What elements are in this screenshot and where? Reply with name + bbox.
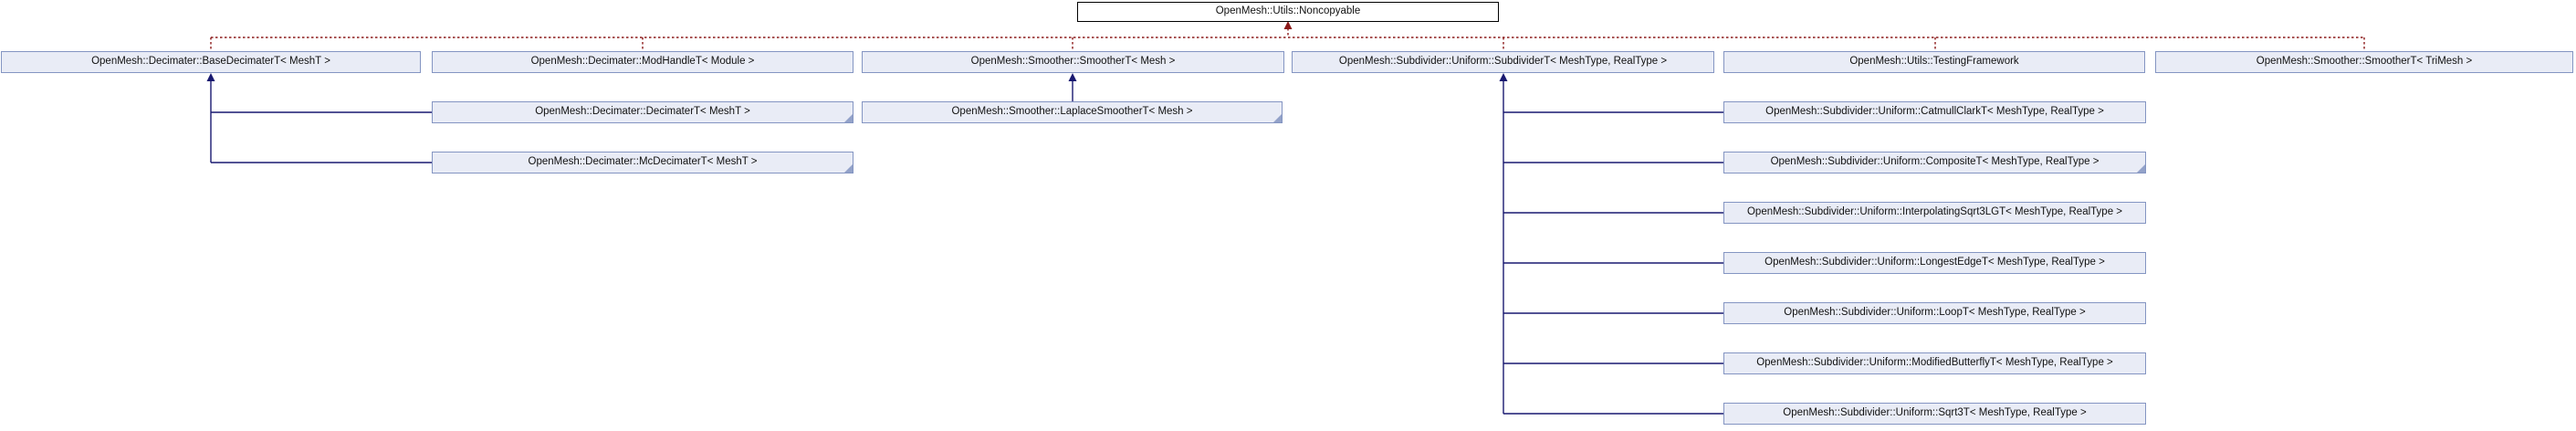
node-smoother-trimesh[interactable]: OpenMesh::Smoother::SmootherT< TriMesh > bbox=[2155, 51, 2573, 73]
node-laplace-smoother-label: OpenMesh::Smoother::LaplaceSmootherT< Me… bbox=[951, 106, 1193, 118]
node-longest-edge[interactable]: OpenMesh::Subdivider::Uniform::LongestEd… bbox=[1723, 252, 2146, 274]
node-loop[interactable]: OpenMesh::Subdivider::Uniform::LoopT< Me… bbox=[1723, 302, 2146, 324]
node-decimater[interactable]: OpenMesh::Decimater::DecimaterT< MeshT > bbox=[432, 101, 853, 123]
node-noncopyable[interactable]: OpenMesh::Utils::Noncopyable bbox=[1077, 2, 1499, 22]
node-sqrt3[interactable]: OpenMesh::Subdivider::Uniform::Sqrt3T< M… bbox=[1723, 403, 2146, 425]
private-inheritance-edges bbox=[210, 28, 2365, 52]
node-smoother-mesh[interactable]: OpenMesh::Smoother::SmootherT< Mesh > bbox=[862, 51, 1284, 73]
node-mod-handle[interactable]: OpenMesh::Decimater::ModHandleT< Module … bbox=[432, 51, 853, 73]
node-decimater-label: OpenMesh::Decimater::DecimaterT< MeshT > bbox=[535, 106, 750, 118]
fold-corner-icon bbox=[844, 164, 853, 173]
arrowhead-root bbox=[1283, 21, 1293, 29]
arrowhead-subdivider bbox=[1499, 73, 1508, 81]
arrowhead-base-decimater bbox=[206, 73, 215, 81]
node-composite-label: OpenMesh::Subdivider::Uniform::Composite… bbox=[1770, 156, 2100, 168]
arrowhead-smoother-mesh bbox=[1068, 73, 1077, 81]
fold-corner-icon bbox=[2137, 164, 2145, 173]
node-mc-decimater[interactable]: OpenMesh::Decimater::McDecimaterT< MeshT… bbox=[432, 152, 853, 173]
node-subdivider[interactable]: OpenMesh::Subdivider::Uniform::Subdivide… bbox=[1292, 51, 1714, 73]
public-inheritance-edges bbox=[210, 81, 1723, 415]
node-testing-framework[interactable]: OpenMesh::Utils::TestingFramework bbox=[1723, 51, 2145, 73]
node-modified-butterfly[interactable]: OpenMesh::Subdivider::Uniform::ModifiedB… bbox=[1723, 352, 2146, 374]
node-catmull-clark[interactable]: OpenMesh::Subdivider::Uniform::CatmullCl… bbox=[1723, 101, 2146, 123]
node-mc-decimater-label: OpenMesh::Decimater::McDecimaterT< MeshT… bbox=[528, 156, 758, 168]
node-laplace-smoother[interactable]: OpenMesh::Smoother::LaplaceSmootherT< Me… bbox=[862, 101, 1283, 123]
node-interpolating-sqrt3lg[interactable]: OpenMesh::Subdivider::Uniform::Interpola… bbox=[1723, 202, 2146, 224]
node-base-decimater[interactable]: OpenMesh::Decimater::BaseDecimaterT< Mes… bbox=[1, 51, 421, 73]
fold-corner-icon bbox=[844, 114, 853, 122]
node-composite[interactable]: OpenMesh::Subdivider::Uniform::Composite… bbox=[1723, 152, 2146, 173]
fold-corner-icon bbox=[1273, 114, 1282, 122]
